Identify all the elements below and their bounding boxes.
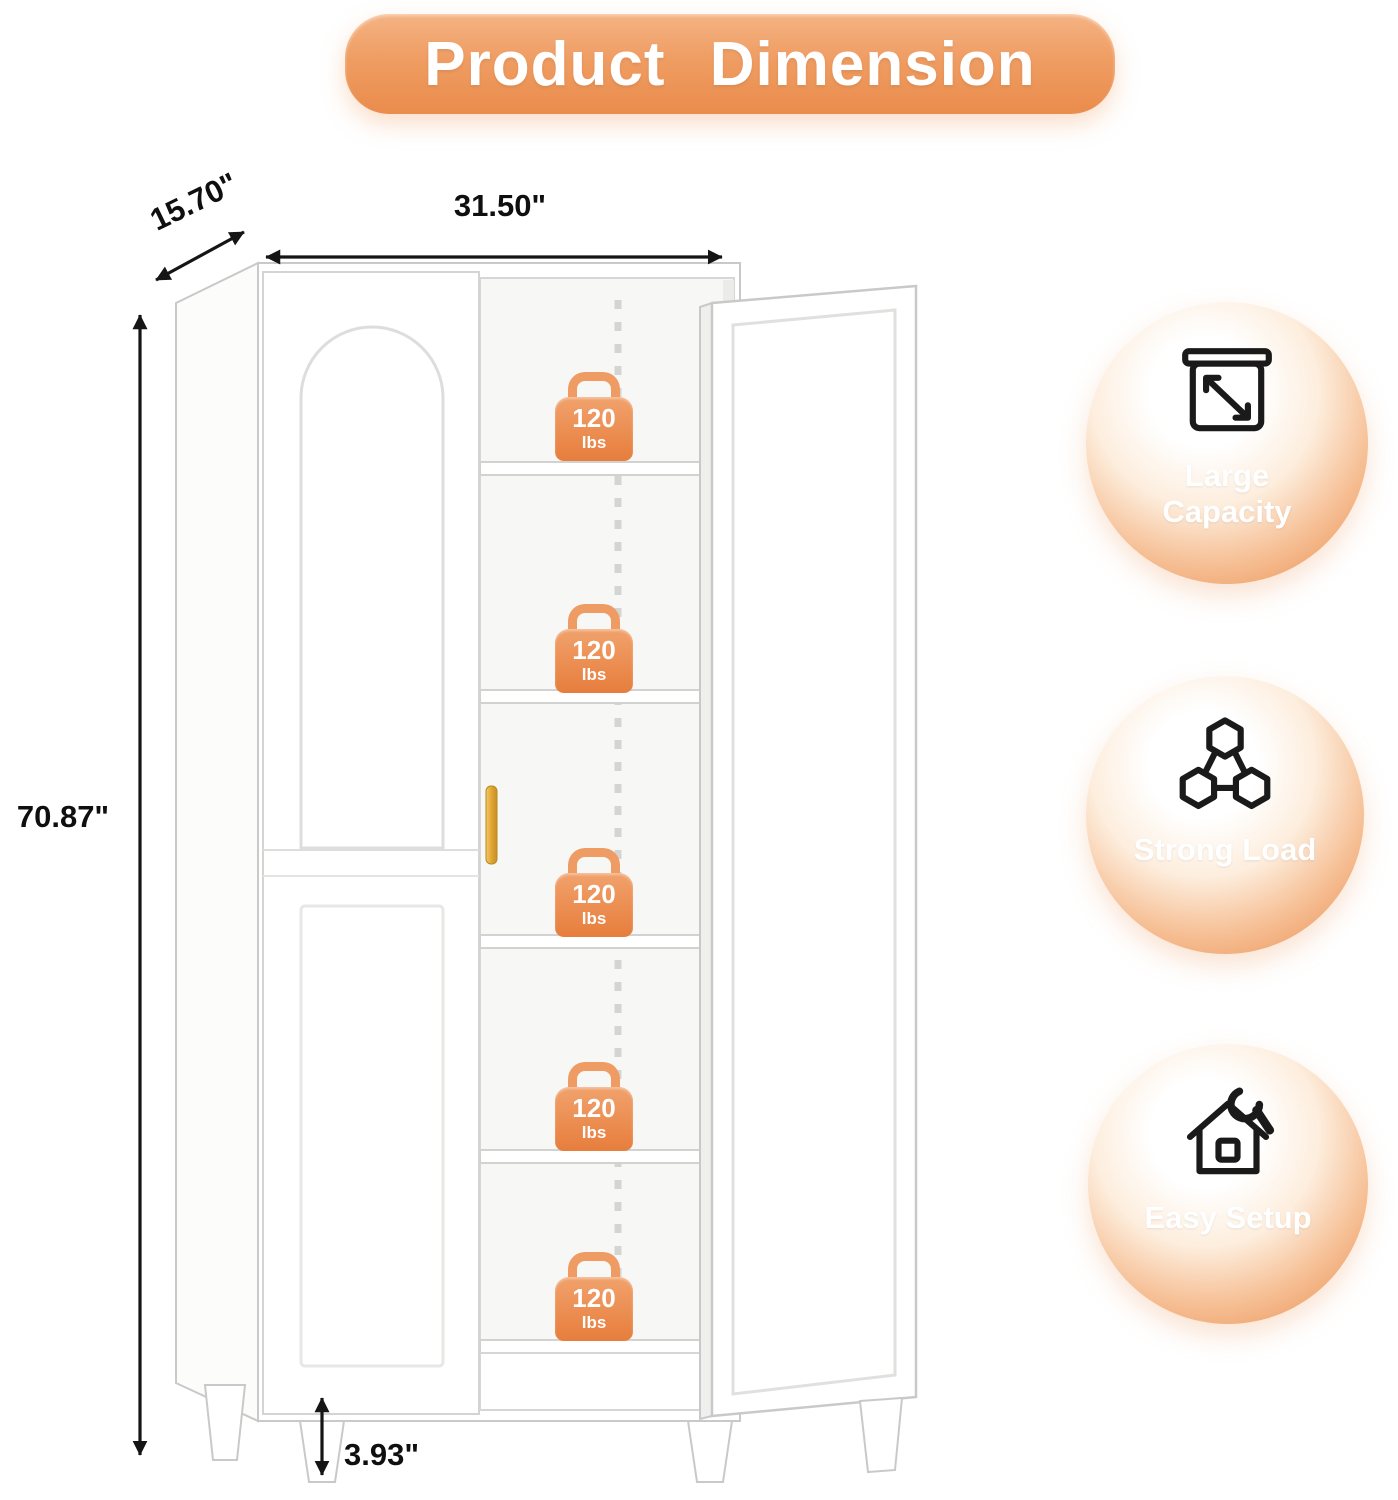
- shelf-capacity-badge: 120 lbs: [552, 372, 636, 461]
- capacity-value: 120: [572, 879, 616, 910]
- capacity-unit: lbs: [581, 909, 607, 929]
- dimension-arrows: [132, 230, 723, 1476]
- feature-strong-load: Strong Load: [1086, 676, 1364, 954]
- shelf-capacity-badge: 120 lbs: [552, 1252, 636, 1341]
- weight-icon: [568, 1062, 620, 1089]
- cabinet-open-door: [699, 284, 918, 1421]
- arch-panel: [299, 325, 445, 850]
- capacity-value: 120: [572, 1093, 616, 1124]
- door-handle: [485, 785, 498, 865]
- page-title: Product Dimension: [424, 29, 1036, 99]
- feature-easy-setup: Easy Setup: [1088, 1044, 1368, 1324]
- cabinet-left-door: [262, 271, 480, 1415]
- title-banner: Product Dimension: [345, 14, 1115, 114]
- weight-icon: [568, 1252, 620, 1279]
- height-dimension-label: 70.87": [16, 799, 110, 834]
- capacity-unit: lbs: [581, 433, 607, 453]
- weight-icon: [568, 848, 620, 875]
- depth-arrow: [155, 230, 245, 282]
- feature-label: Strong Load: [1133, 832, 1317, 867]
- capacity-unit: lbs: [581, 1123, 607, 1143]
- width-dimension-label: 31.50": [453, 188, 547, 223]
- expand-box-icon: [1182, 348, 1272, 432]
- feature-label: Large Capacity: [1162, 458, 1292, 529]
- weight-icon: [568, 604, 620, 631]
- capacity-value: 120: [572, 635, 616, 666]
- capacity-unit: lbs: [581, 1313, 607, 1333]
- shelf-capacity-badge: 120 lbs: [552, 848, 636, 937]
- hexagon-molecule-icon: [1179, 717, 1271, 810]
- capacity-unit: lbs: [581, 665, 607, 685]
- shelf-capacity-badge: 120 lbs: [552, 1062, 636, 1151]
- capacity-value: 120: [572, 1283, 616, 1314]
- cabinet-side-panel: [175, 261, 259, 1423]
- feature-large-capacity: Large Capacity: [1086, 302, 1368, 584]
- house-wrench-icon: [1186, 1087, 1275, 1175]
- leg-height-dimension-label: 3.93": [344, 1437, 420, 1472]
- weight-icon: [568, 372, 620, 399]
- shelf-capacity-badge: 120 lbs: [552, 604, 636, 693]
- feature-label: Easy Setup: [1144, 1200, 1312, 1235]
- capacity-value: 120: [572, 403, 616, 434]
